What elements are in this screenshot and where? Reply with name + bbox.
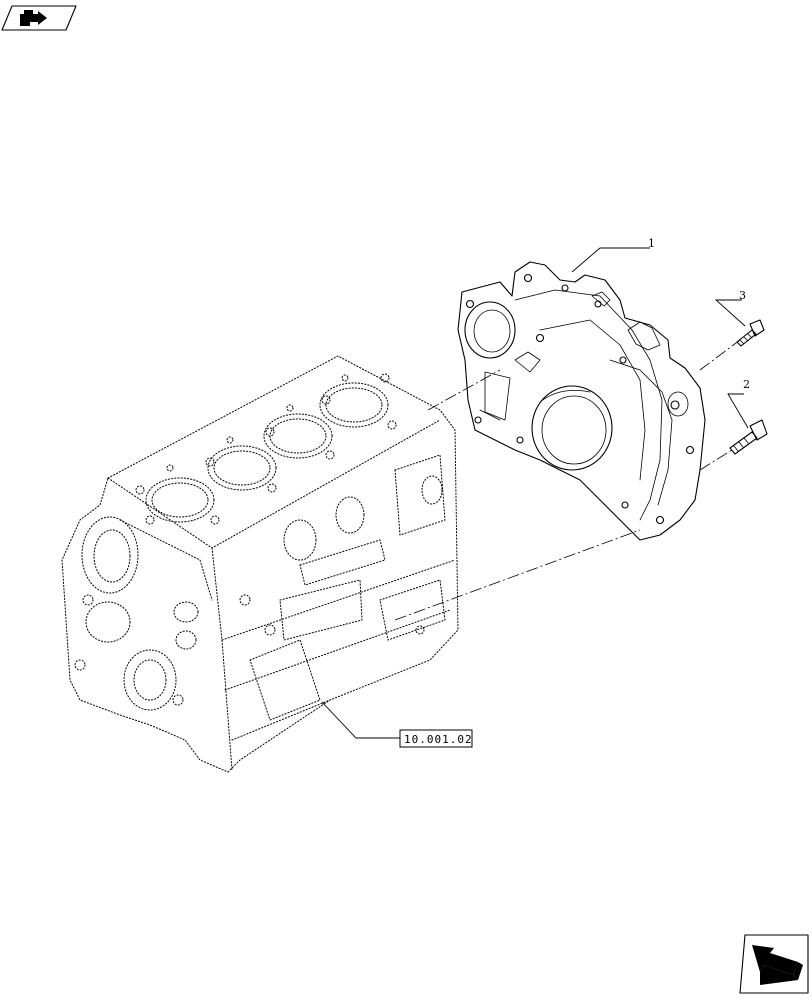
flywheel-housing-cover — [457, 261, 706, 541]
assembly-line-upper — [427, 369, 501, 411]
reference-leader — [321, 701, 400, 739]
reference-box[interactable]: 10.001.02 — [399, 729, 473, 748]
callout-3: 3 — [739, 289, 746, 302]
callout-leader-2 — [727, 393, 749, 429]
engine-block — [61, 355, 459, 773]
bolt-long — [729, 419, 768, 455]
assembly-line-lower — [394, 529, 641, 621]
assembly-line-bolt-3 — [699, 339, 741, 371]
book-arrow-icon[interactable] — [1, 5, 77, 31]
callout-leader-1 — [571, 247, 650, 273]
bolt-short — [736, 319, 765, 347]
callout-leader-3 — [714, 299, 746, 327]
callout-2: 2 — [743, 378, 750, 391]
assembly-line-bolt-2 — [699, 449, 733, 471]
reference-label: 10.001.02 — [404, 733, 473, 746]
callout-1: 1 — [648, 237, 655, 250]
next-page-arrow-icon[interactable] — [739, 934, 809, 994]
